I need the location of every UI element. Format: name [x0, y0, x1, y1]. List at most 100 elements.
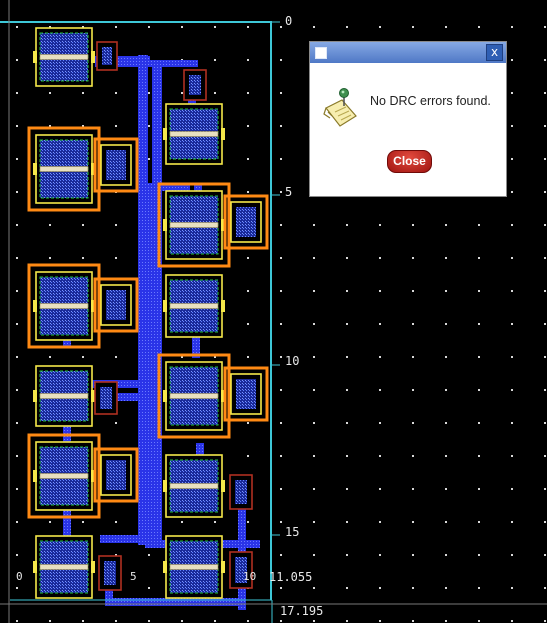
metal-route[interactable]: [100, 535, 148, 543]
gate-tab: [91, 300, 95, 312]
contact-cell[interactable]: [223, 194, 269, 250]
nwell-outline: [93, 277, 139, 333]
dialog-titlebar[interactable]: x: [310, 42, 506, 63]
ruler-x-tick-10: 10: [243, 570, 257, 583]
gate-poly: [39, 564, 89, 570]
nwell-outline: [93, 137, 139, 193]
contact-area: [236, 207, 256, 237]
contact-area: [104, 561, 116, 585]
ruler-tick-5: 5: [285, 185, 293, 199]
nwell-outline: [27, 126, 101, 212]
metal-route[interactable]: [145, 183, 155, 543]
transistor-cell[interactable]: [27, 263, 101, 349]
width-readout: 11.055: [269, 570, 313, 584]
nwell-outline: [223, 194, 269, 250]
contact-area: [106, 150, 126, 180]
ruler-tick-10: 10: [285, 354, 300, 368]
dialog-message: No DRC errors found.: [370, 94, 491, 108]
gate-tab: [91, 51, 95, 63]
ruler-tick-0: 0: [285, 14, 293, 28]
gate-tab: [33, 470, 37, 482]
close-button[interactable]: Close: [387, 150, 432, 173]
gate-poly: [39, 473, 89, 479]
metal-route[interactable]: [192, 328, 200, 358]
contact-cell[interactable]: [223, 366, 269, 422]
contact-cell[interactable]: [93, 137, 139, 193]
contact-cell[interactable]: [94, 381, 118, 415]
contact-cell[interactable]: [229, 474, 253, 510]
transistor-cells[interactable]: [27, 27, 269, 599]
gate-tab: [221, 128, 225, 140]
height-readout: 17.195: [280, 604, 324, 618]
metal-route[interactable]: [105, 598, 245, 606]
ruler-x-tick-0: 0: [16, 570, 23, 583]
transistor-cell[interactable]: [163, 103, 225, 165]
notepad-pin-icon: [323, 88, 357, 127]
contact-area: [106, 460, 126, 490]
gate-tab: [163, 128, 167, 140]
gate-tab: [33, 561, 37, 573]
metal-route[interactable]: [145, 183, 190, 191]
gate-poly: [39, 166, 89, 172]
contact-cell[interactable]: [93, 277, 139, 333]
transistor-cell[interactable]: [33, 365, 95, 427]
gate-tab: [221, 300, 225, 312]
gate-poly: [169, 303, 219, 309]
metal-route[interactable]: [196, 443, 204, 459]
metal-route[interactable]: [138, 55, 148, 545]
transistor-cell[interactable]: [157, 182, 231, 268]
contact-cell[interactable]: [96, 41, 118, 71]
transistor-cell[interactable]: [27, 126, 101, 212]
ruler-tick-15: 15: [285, 525, 300, 539]
nwell-outline: [157, 353, 231, 439]
metal-route[interactable]: [63, 415, 71, 443]
transistor-cell[interactable]: [163, 535, 225, 599]
metal-route[interactable]: [92, 380, 147, 388]
gate-tab: [221, 480, 225, 492]
gate-poly: [39, 393, 89, 399]
transistor-cell[interactable]: [33, 535, 95, 599]
metal-route[interactable]: [152, 65, 162, 540]
gate-tab: [91, 163, 95, 175]
metal-route[interactable]: [92, 393, 147, 401]
nwell-outline: [27, 263, 101, 349]
contact-cell[interactable]: [98, 555, 122, 591]
contact-area: [189, 75, 201, 95]
metal-route[interactable]: [63, 510, 71, 540]
metal-route[interactable]: [105, 580, 113, 605]
transistor-cell[interactable]: [163, 274, 225, 338]
ruler-x-tick-5: 5: [130, 570, 137, 583]
gate-tab: [163, 300, 167, 312]
gate-tab: [91, 470, 95, 482]
nwell-outline: [157, 182, 231, 268]
gate-tab: [221, 390, 225, 402]
close-icon[interactable]: x: [486, 44, 503, 61]
drc-result-dialog: x No DRC errors found. Close: [309, 41, 507, 197]
window-icon: [315, 47, 327, 59]
gate-poly: [169, 131, 219, 137]
gate-poly: [39, 54, 89, 60]
transistor-cell[interactable]: [33, 27, 95, 87]
contact-cell[interactable]: [183, 69, 207, 101]
gate-tab: [91, 390, 95, 402]
gate-tab: [221, 561, 225, 573]
contact-cell[interactable]: [229, 551, 253, 589]
transistor-cell[interactable]: [157, 353, 231, 439]
gate-poly: [169, 222, 219, 228]
contact-area: [106, 290, 126, 320]
gate-tab: [33, 163, 37, 175]
transistor-cell[interactable]: [27, 433, 101, 519]
gate-tab: [33, 300, 37, 312]
contact-cell[interactable]: [93, 447, 139, 503]
gate-poly: [169, 393, 219, 399]
gate-poly: [169, 483, 219, 489]
metal-route[interactable]: [138, 60, 198, 67]
gate-tab: [163, 390, 167, 402]
gate-poly: [39, 303, 89, 309]
contact-area: [235, 480, 247, 504]
contact-area: [235, 557, 247, 583]
transistor-cell[interactable]: [163, 454, 225, 518]
nwell-outline: [27, 433, 101, 519]
